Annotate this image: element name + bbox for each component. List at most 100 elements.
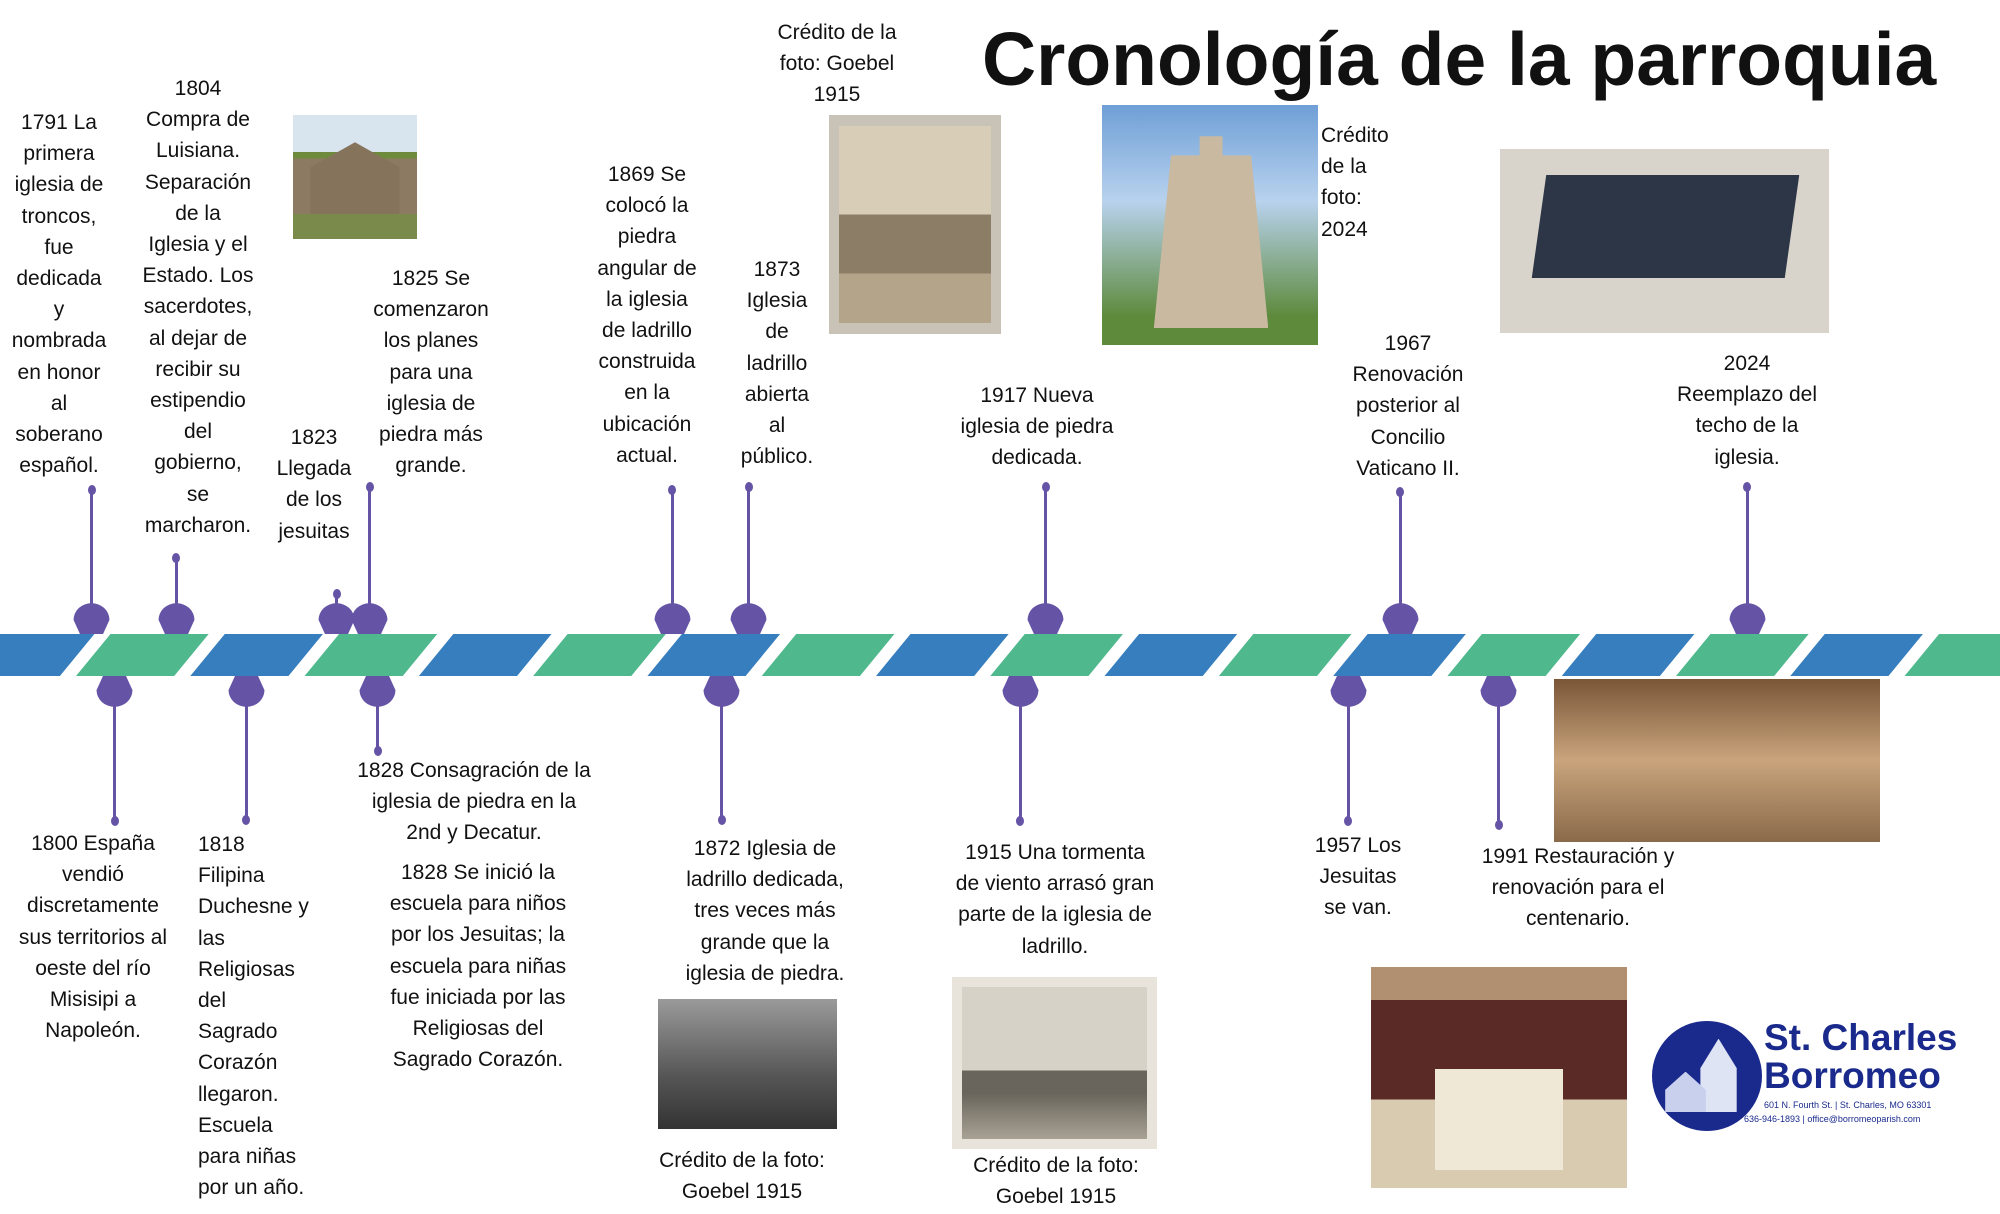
timeline-pin-icon — [692, 676, 751, 712]
pin-stem — [174, 557, 178, 607]
pin-dot — [1016, 816, 1025, 827]
1915-storm-photo — [952, 977, 1157, 1149]
event-1804: 1804 Compra de Luisiana. Separación de l… — [142, 77, 254, 537]
pin-dot — [242, 815, 251, 826]
timeline-segment — [1447, 634, 1581, 676]
pin-stem — [244, 702, 248, 821]
pin-dot — [1344, 816, 1353, 827]
event-1967: 1967 Renovación posterior al Concilio Va… — [1352, 332, 1464, 480]
pin-stem — [90, 488, 94, 607]
timeline-pin-icon — [340, 598, 399, 635]
event-1872: 1872 Iglesia de ladrillo dedicada, tres … — [685, 837, 845, 985]
timeline-pin-icon — [719, 598, 778, 635]
roof-replacement-photo — [1500, 149, 1829, 333]
timeline-pin-icon — [643, 598, 702, 635]
logo-address: 601 N. Fourth St. | St. Charles, MO 6330… — [1764, 1100, 1932, 1110]
pin-dot — [365, 481, 374, 492]
timeline-pin-icon — [1718, 598, 1777, 635]
timeline-segment — [533, 634, 666, 676]
pin-dot — [1396, 487, 1405, 498]
photo-credit: Crédito de la foto: Goebel 1915 — [777, 21, 897, 107]
logo-name-2: Borromeo — [1764, 1055, 1941, 1096]
page-title: Cronología de la parroquia — [982, 17, 1937, 101]
pin-dot — [668, 484, 677, 495]
photo-credit: Crédito de la foto: Goebel 1915 — [973, 1154, 1139, 1209]
1915-church-photo — [829, 115, 1001, 334]
logo-contact: 636-946-1893 | office@borromeoparish.com — [1744, 1114, 1921, 1124]
timeline-segment — [190, 634, 323, 676]
pin-dot — [172, 553, 181, 564]
interior-photo — [1554, 679, 1880, 842]
timeline-pin-icon — [217, 676, 276, 712]
timeline-band-svg — [0, 634, 2000, 676]
timeline-pin-icon — [85, 676, 144, 712]
altar-photo — [1371, 967, 1627, 1188]
pin-stem — [335, 593, 339, 607]
event-1915: 1915 Una tormenta de viento arrasó gran … — [955, 841, 1155, 958]
pin-dot — [332, 589, 341, 600]
pin-dot — [1743, 481, 1752, 492]
event-1818: 1818 Filipina Duchesne y las Religiosas … — [198, 833, 309, 1200]
pin-stem — [1346, 702, 1350, 822]
timeline-segment — [418, 634, 552, 676]
timeline-pin-icon — [1469, 676, 1528, 712]
pin-dot — [87, 484, 96, 495]
timeline-segment — [1104, 634, 1238, 676]
photo-credit: Crédito de la foto: Goebel 1915 — [659, 1149, 825, 1204]
parish-logo: St. Charles Borromeo 601 N. Fourth St. |… — [1652, 1018, 1964, 1133]
event-1800: 1800 España vendió discretamente sus ter… — [18, 832, 168, 1043]
timeline-segment — [0, 634, 95, 676]
timeline-segment — [876, 634, 1009, 676]
timeline-segment — [761, 634, 895, 676]
timeline-segment — [1904, 634, 2000, 676]
timeline-segment — [1676, 634, 1809, 676]
event-1828-schools: 1828 Se inició la escuela para niños por… — [389, 861, 567, 1072]
photo-credit: Crédito de la foto: 2024 — [1321, 124, 1389, 241]
timeline-band — [0, 634, 2000, 676]
timeline-pin-icon — [1371, 598, 1430, 635]
event-1828-consecration: 1828 Consagración de la iglesia de piedr… — [357, 759, 591, 845]
timeline-pin-icon — [991, 676, 1050, 712]
pin-stem — [747, 485, 751, 607]
pin-stem — [720, 702, 724, 821]
pin-dot — [1041, 481, 1050, 492]
pin-stem — [368, 485, 372, 607]
pin-dot — [1494, 820, 1503, 831]
pin-stem — [113, 702, 117, 822]
event-1917: 1917 Nueva iglesia de piedra dedicada. — [960, 384, 1114, 470]
event-1823: 1823 Llegada de los jesuitas — [276, 426, 352, 543]
log-church-photo — [293, 115, 417, 239]
timeline-pin-icon — [62, 598, 121, 635]
timeline-segment — [647, 634, 781, 676]
pin-stem — [376, 702, 380, 752]
church-emblem-icon — [1652, 1021, 1762, 1131]
pin-stem — [1398, 491, 1402, 607]
pin-stem — [1497, 702, 1501, 826]
event-2024: 2024 Reemplazo del techo de la iglesia. — [1676, 352, 1818, 469]
event-1825: 1825 Se comenzaron los planes para una i… — [373, 267, 489, 478]
timeline-pin-icon — [147, 598, 206, 635]
timeline-pin-icon — [307, 598, 366, 635]
event-1957: 1957 Los Jesuitas se van. — [1314, 834, 1402, 920]
pin-stem — [1745, 485, 1749, 607]
1872-interior-photo — [658, 999, 837, 1129]
event-1991: 1991 Restauración y renovación para el c… — [1481, 845, 1675, 931]
event-1873: 1873 Iglesia de ladrillo abierta al públ… — [740, 258, 814, 469]
pin-stem — [1044, 485, 1048, 607]
logo-name-1: St. Charles — [1764, 1017, 1958, 1058]
stone-church-photo — [1102, 105, 1318, 345]
timeline-pin-icon — [1016, 598, 1075, 635]
pin-dot — [744, 481, 753, 492]
pin-stem — [1018, 702, 1022, 822]
timeline-segment — [1790, 634, 1923, 676]
timeline-segment — [1218, 634, 1352, 676]
timeline-segment — [1561, 634, 1695, 676]
timeline-pin-icon — [348, 676, 407, 712]
pin-stem — [670, 488, 674, 607]
timeline-segment — [304, 634, 438, 676]
timeline-segment — [76, 634, 209, 676]
event-1869: 1869 Se colocó la piedra angular de la i… — [597, 163, 697, 467]
pin-dot — [110, 816, 119, 827]
timeline-pin-icon — [1319, 676, 1378, 712]
